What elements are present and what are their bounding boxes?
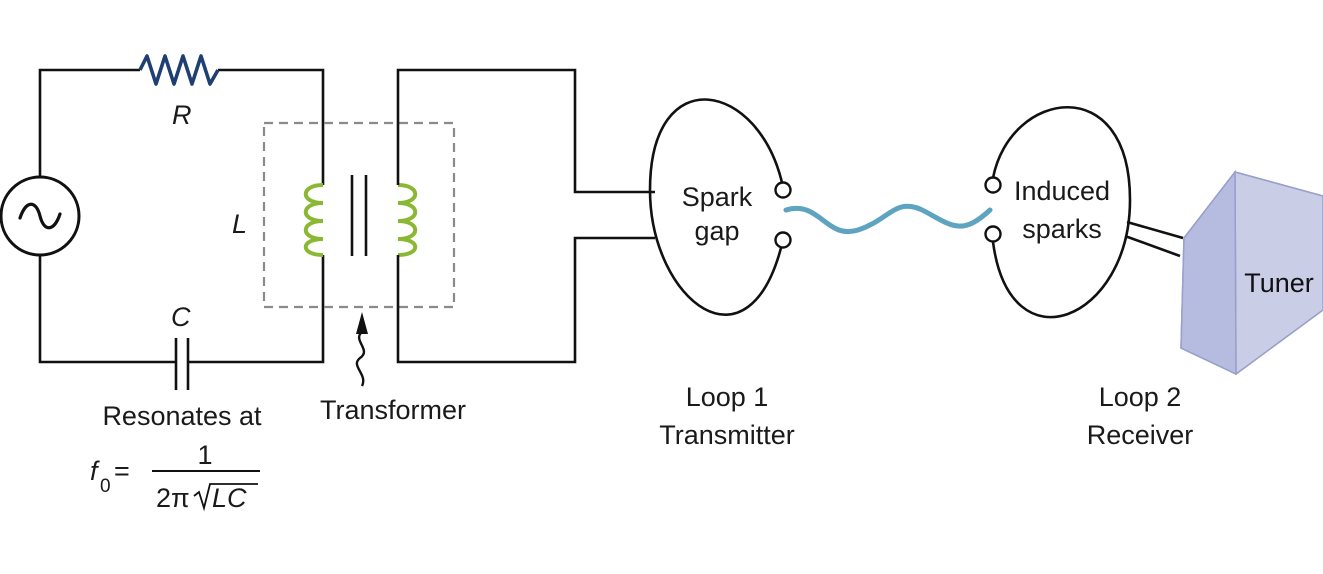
spark-gap-terminal-top (774, 181, 792, 199)
ac-source-icon (0, 175, 81, 257)
spark-gap-label-line2: gap (694, 216, 739, 246)
formula-equals: = (114, 456, 130, 486)
loop-1 (648, 98, 785, 316)
formula-radicand: LC (212, 483, 247, 513)
capacitor-icon (174, 338, 190, 390)
induced-terminal-top (984, 176, 1002, 194)
formula-denominator-prefix: 2π (156, 483, 190, 513)
induced-sparks-label-line1: Induced (1014, 176, 1110, 206)
capacitor-label: C (171, 302, 191, 332)
transformer-box (262, 121, 456, 309)
transmitter-wire-top (396, 68, 655, 194)
electromagnetic-wave-icon (783, 203, 993, 235)
resistor-label: R (172, 100, 192, 130)
resistor-icon (138, 54, 220, 86)
lc-circuit-wires (38, 68, 325, 364)
transformer-label: Transformer (320, 395, 466, 425)
loop2-label-line1: Loop 2 (1099, 382, 1182, 412)
spark-gap-terminal-bottom (774, 231, 792, 249)
formula-subscript: 0 (100, 476, 111, 497)
induced-terminal-bottom (984, 225, 1002, 243)
loop1-label-line1: Loop 1 (686, 382, 769, 412)
loop-2 (991, 106, 1132, 319)
tuner-label: Tuner (1244, 268, 1314, 298)
formula-numerator: 1 (197, 440, 212, 470)
secondary-coil-icon (397, 183, 418, 257)
inductor-coil-icon (303, 183, 324, 257)
spark-gap-label-line1: Spark (682, 182, 753, 212)
formula-f: f (90, 456, 100, 486)
loop1-label-line2: Transmitter (659, 420, 795, 450)
tuner-connection-wires (1124, 220, 1184, 258)
induced-sparks-label-line2: sparks (1022, 214, 1102, 244)
transformer-core (350, 175, 368, 256)
resonance-formula: f 0 = 1 2π LC (90, 440, 260, 513)
inductor-label: L (232, 209, 247, 239)
resonates-label: Resonates at (102, 401, 262, 431)
transmitter-wire-bottom (396, 236, 655, 364)
transformer-arrow-icon (355, 312, 368, 387)
loop2-label-line2: Receiver (1087, 420, 1194, 450)
tuner-box-icon (1180, 169, 1323, 376)
